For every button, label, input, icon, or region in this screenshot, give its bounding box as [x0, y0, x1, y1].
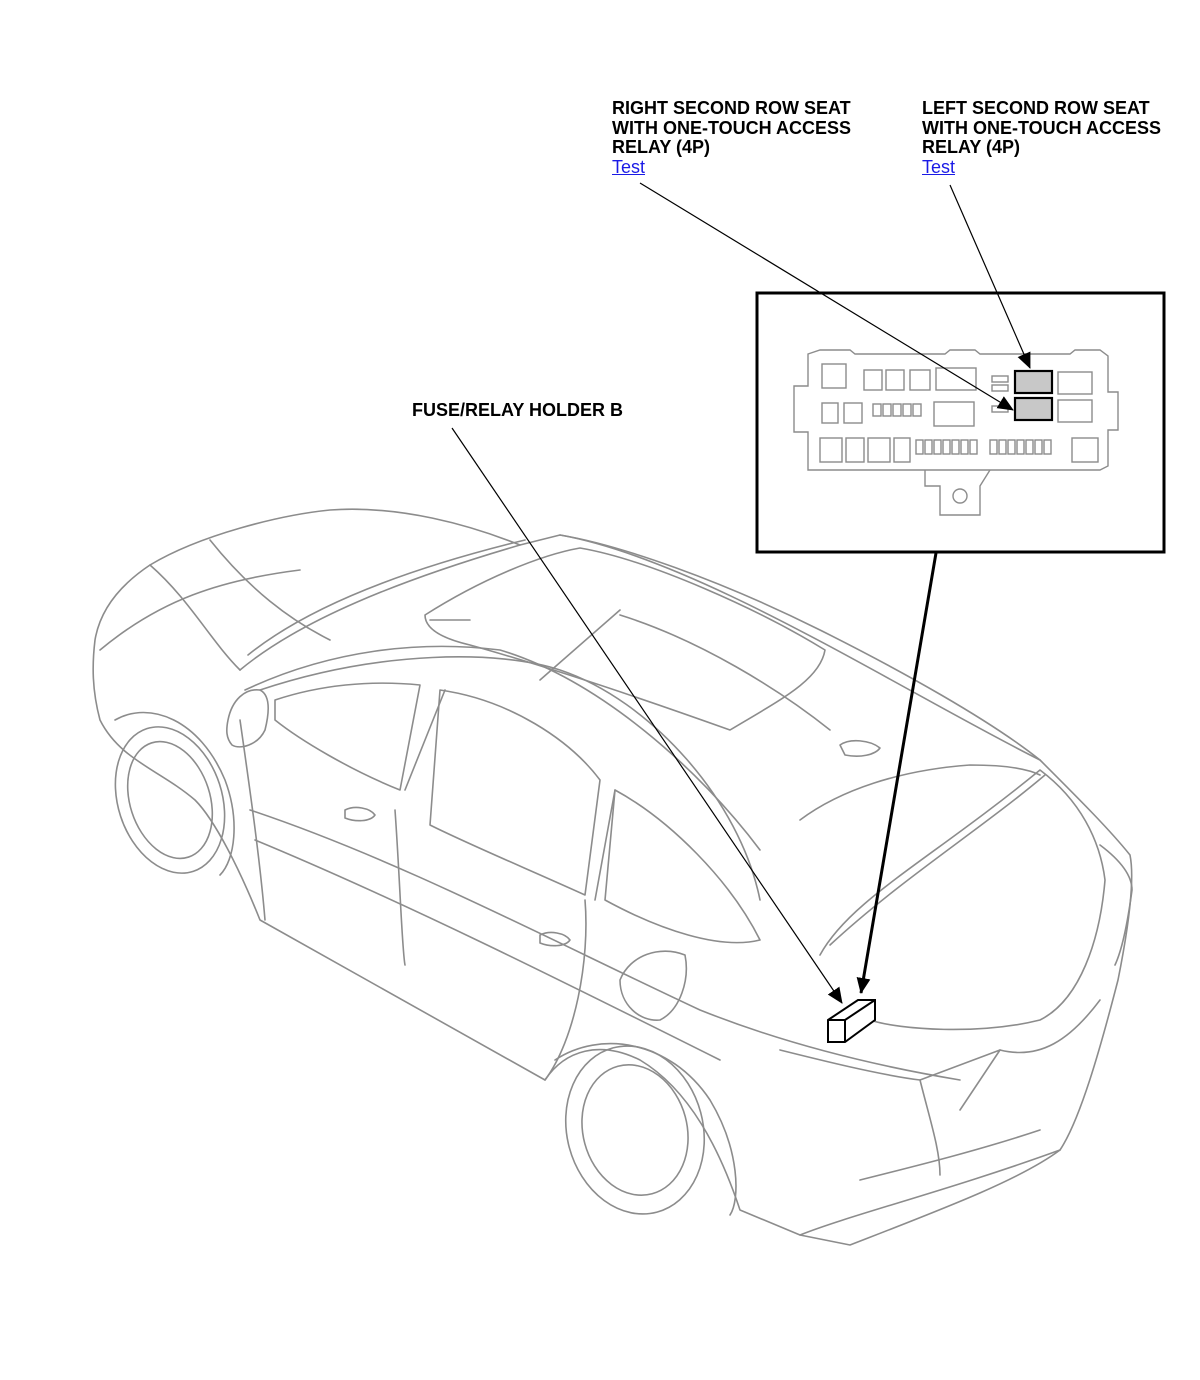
right-relay-label-line-2: WITH ONE-TOUCH ACCESS	[612, 117, 852, 138]
right-relay-leader	[639, 182, 1014, 411]
right-relay-label-line-1: RIGHT SECOND ROW SEAT	[612, 98, 851, 118]
left-relay-label-line-2: WITH ONE-TOUCH ACCESS	[922, 117, 1162, 138]
holder-leader	[451, 427, 843, 1004]
right-relay-test-link[interactable]: Test	[612, 156, 646, 177]
left-relay-label-line-3: RELAY (4P)	[922, 137, 1021, 157]
fuse-relay-holder-b-marker	[827, 999, 876, 1043]
inset-frame	[755, 291, 1166, 554]
left-relay-leader	[949, 184, 1031, 369]
right-relay-callout: RIGHT SECOND ROW SEAT WITH ONE-TOUCH ACC…	[612, 98, 852, 177]
right-relay-highlight	[1013, 396, 1054, 422]
inset-to-car-arrow	[856, 552, 938, 994]
left-relay-highlight	[1013, 369, 1054, 395]
vehicle-illustration	[92, 508, 1133, 1246]
fuse-relay-holder-label: FUSE/RELAY HOLDER B	[412, 400, 624, 420]
fuse-relay-holder-callout: FUSE/RELAY HOLDER B	[412, 400, 624, 421]
left-relay-callout: LEFT SECOND ROW SEAT WITH ONE-TOUCH ACCE…	[922, 98, 1162, 177]
left-relay-label-line-1: LEFT SECOND ROW SEAT	[922, 98, 1150, 118]
fuse-box-illustration	[793, 349, 1119, 516]
right-relay-label-line-3: RELAY (4P)	[612, 137, 711, 157]
leader-lines	[451, 182, 1031, 1004]
left-relay-test-link[interactable]: Test	[922, 156, 956, 177]
